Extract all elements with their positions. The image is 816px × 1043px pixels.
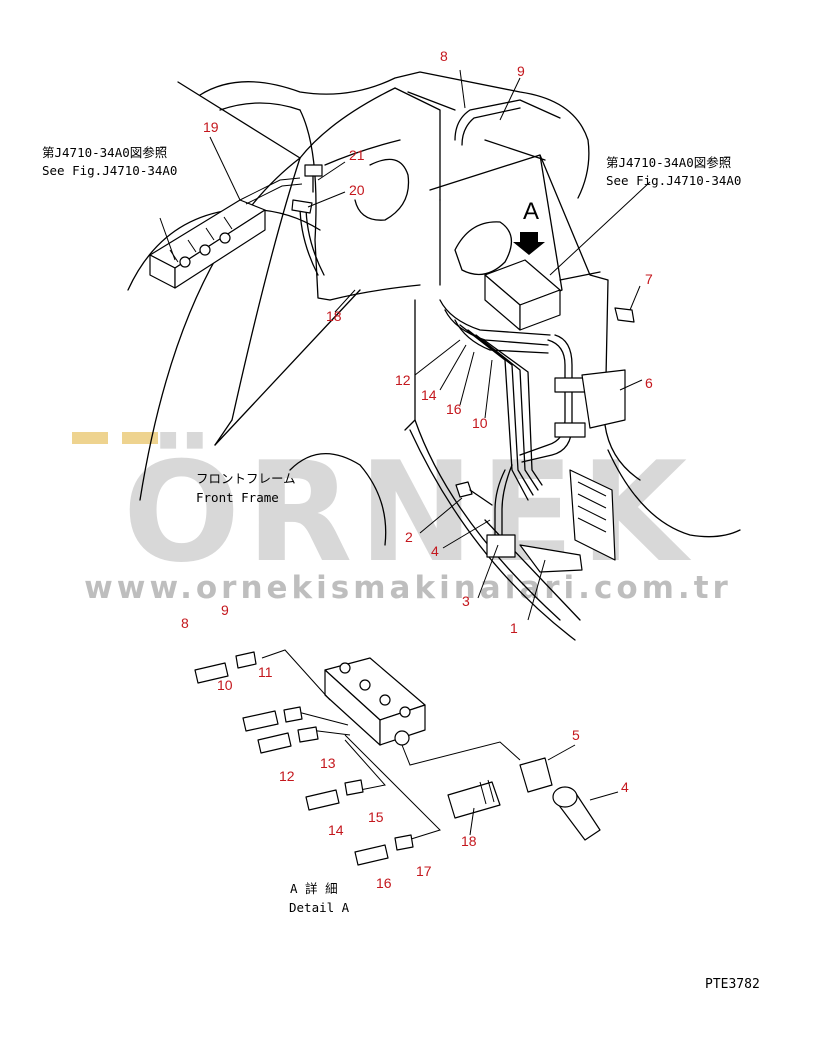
callout: 3 bbox=[462, 593, 470, 609]
callout: 9 bbox=[221, 602, 229, 618]
callout: 10 bbox=[472, 415, 488, 431]
clamp-upper bbox=[554, 377, 586, 393]
callout: 20 bbox=[349, 182, 365, 198]
bracket-teeth bbox=[569, 469, 616, 561]
callout: 21 bbox=[349, 147, 365, 163]
clamps-brackets bbox=[291, 164, 635, 573]
elbow-5 bbox=[519, 757, 553, 793]
detail-label-en: Detail A bbox=[289, 900, 350, 915]
clamp-lower bbox=[554, 422, 586, 438]
clamp-20 bbox=[291, 199, 313, 214]
view-mark: A bbox=[523, 198, 539, 225]
frame-label-jp: フロントフレーム bbox=[196, 471, 296, 486]
callout: 18 bbox=[461, 833, 477, 849]
watermark-umlaut-dot-left bbox=[72, 432, 108, 444]
callout: 8 bbox=[440, 48, 448, 64]
fitting-15 bbox=[344, 779, 364, 796]
ref-note-left-en: See Fig.J4710-34A0 bbox=[42, 163, 177, 178]
bracket-plate-6 bbox=[581, 369, 626, 429]
callout: 14 bbox=[421, 387, 437, 403]
ref-note-right-jp: 第J4710-34A0図参照 bbox=[606, 155, 731, 170]
callout: 2 bbox=[405, 529, 413, 545]
callout: 15 bbox=[368, 809, 384, 825]
callout: 12 bbox=[279, 768, 295, 784]
fitting-13 bbox=[297, 726, 319, 743]
fitting-9 bbox=[235, 651, 257, 669]
callout: 8 bbox=[181, 615, 189, 631]
fitting-17 bbox=[394, 834, 414, 851]
clamp-3 bbox=[486, 534, 516, 558]
watermark-url: www.ornekismakinalari.com.tr bbox=[84, 570, 732, 606]
callout: 5 bbox=[572, 727, 580, 743]
callout: 13 bbox=[320, 755, 336, 771]
valve-assembly-19 bbox=[149, 177, 303, 289]
callout: 17 bbox=[416, 863, 432, 879]
frame-label-en: Front Frame bbox=[196, 490, 279, 505]
callout: 4 bbox=[431, 543, 439, 559]
detail-a-view bbox=[194, 649, 601, 866]
callout: 11 bbox=[258, 664, 273, 680]
callout: 14 bbox=[328, 822, 344, 838]
callout: 16 bbox=[446, 401, 462, 417]
hose-end-16 bbox=[354, 844, 389, 866]
callout: 6 bbox=[645, 375, 653, 391]
hose-end-8 bbox=[194, 662, 229, 684]
callout: 7 bbox=[645, 271, 653, 287]
hose-end-10 bbox=[242, 710, 279, 732]
watermark-umlaut-dot-right bbox=[122, 432, 158, 444]
diagram-code: PTE3782 bbox=[705, 977, 760, 992]
callout: 12 bbox=[395, 372, 411, 388]
leader-lines bbox=[159, 69, 651, 836]
view-arrow-icon bbox=[513, 232, 545, 255]
callout: 19 bbox=[203, 119, 219, 135]
callout: 10 bbox=[217, 677, 233, 693]
watermark: ÖRNEK www.ornekismakinalari.com.tr bbox=[72, 432, 732, 606]
callout-numbers: 8 9 19 21 20 18 7 6 12 14 16 10 2 4 3 1 … bbox=[181, 48, 653, 891]
fitting-11 bbox=[283, 706, 303, 723]
callout: 4 bbox=[621, 779, 629, 795]
ref-note-left-jp: 第J4710-34A0図参照 bbox=[42, 145, 167, 160]
bolt-2-head bbox=[455, 481, 473, 498]
ref-note-right-en: See Fig.J4710-34A0 bbox=[606, 173, 741, 188]
valve-block-front bbox=[519, 289, 561, 331]
text-notes: 第J4710-34A0図参照 See Fig.J4710-34A0 第J4710… bbox=[42, 145, 760, 992]
bolt-7 bbox=[614, 307, 635, 323]
callout: 16 bbox=[376, 875, 392, 891]
callout: 18 bbox=[326, 308, 342, 324]
hose-18 bbox=[447, 781, 501, 819]
bracket-plate-1 bbox=[519, 544, 583, 573]
detail-label-jp: A 詳 細 bbox=[290, 881, 338, 896]
hose-end-12 bbox=[257, 732, 292, 754]
bolt-21-head bbox=[304, 164, 323, 177]
callout: 9 bbox=[517, 63, 525, 79]
callout: 1 bbox=[510, 620, 518, 636]
hose-end-14 bbox=[305, 789, 340, 811]
